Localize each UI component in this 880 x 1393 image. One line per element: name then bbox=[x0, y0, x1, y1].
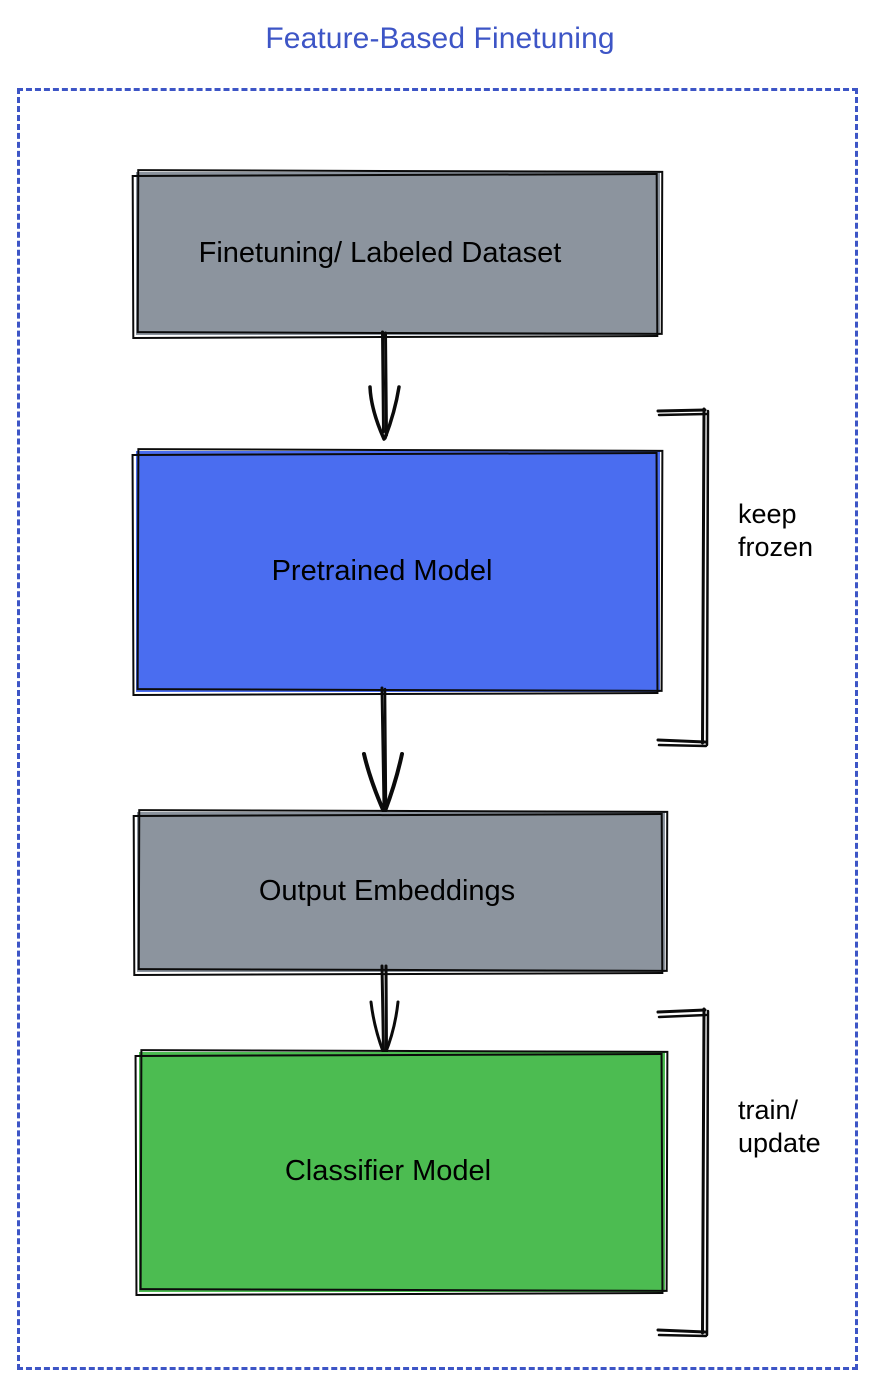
node-label: Classifier Model bbox=[284, 1155, 492, 1188]
bracket-keep-frozen bbox=[656, 407, 710, 748]
node-pretrained-model[interactable]: Pretrained Model bbox=[131, 448, 664, 697]
annotation-keep-frozen: keep frozen bbox=[738, 499, 814, 562]
node-finetuning-labeled-dataset[interactable]: Finetuning/ Labeled Dataset bbox=[131, 169, 664, 340]
node-fill bbox=[136, 172, 660, 335]
node-label: Finetuning/ Labeled Dataset bbox=[198, 236, 562, 269]
arrow-dataset-to-pretrained bbox=[368, 330, 401, 441]
node-fill bbox=[137, 812, 665, 972]
node-fill bbox=[136, 451, 660, 692]
node-fill bbox=[139, 1052, 665, 1292]
node-classifier-model[interactable]: Classifier Model bbox=[134, 1049, 669, 1297]
annotation-train-update: train/ update bbox=[738, 1095, 821, 1158]
node-label: Output Embeddings bbox=[258, 875, 516, 908]
page-title: Feature-Based Finetuning bbox=[265, 22, 615, 55]
node-label: Pretrained Model bbox=[271, 554, 493, 587]
arrow-pretrained-to-embeddings bbox=[362, 686, 404, 814]
node-output-embeddings[interactable]: Output Embeddings bbox=[132, 809, 669, 977]
arrow-embeddings-to-classifier bbox=[369, 964, 400, 1056]
